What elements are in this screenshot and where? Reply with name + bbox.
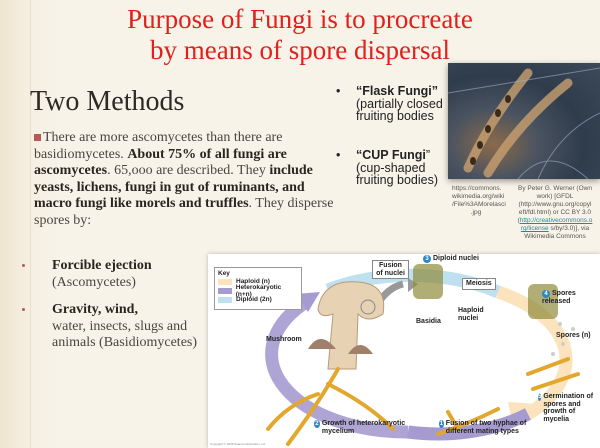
method-rest: water, insects, slugs and animals (Basid…: [52, 318, 198, 351]
method-rest: (Ascomycetes): [52, 274, 136, 290]
arrowhead-icon: [296, 292, 320, 312]
text: About 75% of all fungi are ascomycetes: [34, 146, 287, 179]
divider: [30, 0, 31, 448]
bullet-bold: “Flask Fungi”: [356, 84, 438, 98]
bullet-square-icon: [34, 134, 41, 141]
basidiomycete-life-cycle-diagram: Key Haploid (n) Heterokaryotic (n+n) Dip…: [208, 254, 600, 448]
legend-item: Heterokaryotic (n+n): [218, 283, 298, 298]
right-bullet: • “CUP Fungi” (cup-shaped fruiting bodie…: [336, 149, 446, 187]
legend-title: Key: [218, 270, 230, 277]
image-url-caption: https://commons. wikimedia.org/wiki /Fil…: [452, 185, 506, 216]
text: include yeasts, lichens, fungi in gut of…: [34, 163, 313, 211]
legend-label: Heterokaryotic (n+n): [235, 283, 282, 298]
bullet-rest: (partially closed fruiting bodies: [356, 96, 443, 123]
label-mushroom: Mushroom: [266, 336, 302, 343]
label-fusion-of-nuclei: Fusion of nuclei: [372, 260, 409, 279]
text: . 65,ooo are described. They: [107, 163, 270, 178]
morel-asci-photo: [447, 63, 600, 180]
text: . They disperse spores by:: [34, 196, 334, 228]
bullet-rest: ” (cup-shaped fruiting bodies): [356, 148, 438, 187]
method-item: Gravity, wind,water, insects, slugs and …: [20, 302, 200, 352]
heterokaryotic-arrow: [265, 298, 409, 439]
text: s/by/3.0)], via Wikimedia Commons: [524, 225, 590, 240]
step-number: 2: [314, 420, 320, 428]
legend-label: Haploid (n): [236, 278, 270, 285]
right-bullet: • “Flask Fungi”(partially closed fruitin…: [336, 85, 446, 123]
mushroom-icon: [308, 281, 385, 370]
section-heading: Two Methods: [30, 86, 185, 117]
legend: Key Haploid (n) Heterokaryotic (n+n) Dip…: [214, 267, 302, 310]
swatch: [218, 296, 232, 303]
legend-item: Haploid (n): [218, 277, 298, 286]
swatch: [218, 287, 232, 294]
bullet-bold: “CUP Fungi: [356, 148, 426, 162]
step-number: 1: [439, 420, 444, 428]
text: Spores released: [542, 290, 576, 305]
text: Growth of heterokaryotic mycelium: [321, 420, 406, 435]
swatch: [218, 278, 232, 285]
step-number: 3: [423, 255, 431, 263]
image-attribution: By Peter G. Werner (Own work) [GFDL (htt…: [510, 185, 600, 241]
legend-item: Diploid (2n): [218, 295, 298, 304]
slide-title: Purpose of Fungi is to procreate by mean…: [60, 4, 540, 66]
life-cycle-arrows: [265, 264, 580, 446]
haploid-arrow: [495, 285, 573, 420]
legend-label: Diploid (2n): [236, 296, 272, 303]
title-line: Purpose of Fungi is to procreate: [127, 4, 473, 34]
text: There are more ascomycetes than there ar…: [34, 130, 283, 162]
text: Diploid nuclei: [433, 255, 479, 262]
basidia-icon: [413, 264, 558, 319]
method-bold: Forcible ejection: [52, 258, 152, 273]
license-link[interactable]: http://creativecommons.o rg/license: [519, 217, 593, 232]
method-item: Forcible ejection(Ascomycetes): [20, 258, 210, 291]
mycelium-icon: [266, 357, 580, 446]
bullet-icon: [22, 308, 25, 311]
body-paragraph: There are more ascomycetes than there ar…: [34, 130, 334, 229]
label-meiosis: Meiosis: [462, 278, 496, 290]
text: By Peter G. Werner (Own work) [GFDL (htt…: [517, 185, 592, 224]
label-haploid-nuclei: Haploid nuclei: [458, 307, 484, 322]
copyright: Copyright © 2009 Pearson Education, Inc.: [210, 442, 267, 446]
step-number: 4: [542, 290, 550, 298]
label-spores: Spores (n): [556, 332, 591, 339]
bullet-icon: [22, 264, 25, 267]
step-number: 5: [538, 393, 542, 401]
label-basidia: Basidia: [416, 318, 441, 325]
bullet-icon: •: [336, 148, 341, 162]
method-bold: Gravity, wind,: [52, 302, 138, 317]
text: Fusion of two hyphae of different mating…: [445, 420, 527, 435]
text: Germination of spores and growth of myce…: [543, 393, 594, 423]
title-line: by means of spore dispersal: [150, 35, 450, 65]
bullet-icon: •: [336, 84, 341, 98]
asci-illustration: [447, 67, 600, 180]
